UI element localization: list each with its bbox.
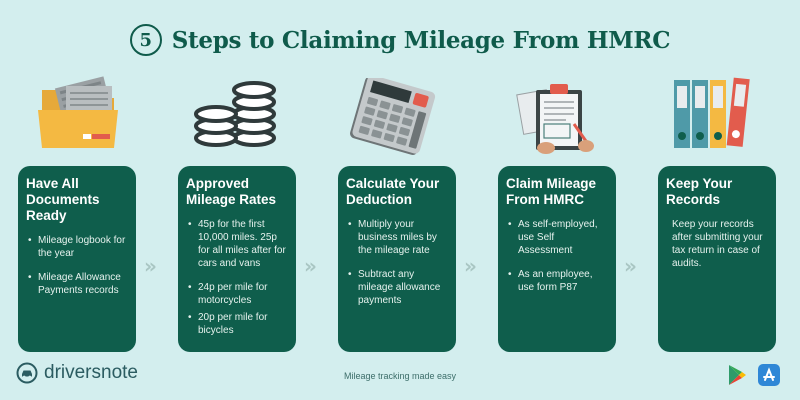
list-item: Mileage Allowance Payments records	[28, 271, 128, 297]
card-bullets: 45p for the first 10,000 miles. 25p for …	[186, 218, 288, 337]
list-item: As self-employed, use Self Assessment	[508, 218, 608, 257]
step-count-badge: 5	[129, 24, 162, 56]
list-item: 20p per mile for bicycles	[188, 311, 288, 337]
chevron-right-icon: »	[464, 254, 477, 278]
card-heading: Have All Documents Ready	[26, 176, 100, 223]
card-bullets: Multiply your business miles by the mile…	[346, 218, 448, 307]
step-card-deduction: Calculate Your Deduction Multiply your b…	[338, 166, 456, 352]
step-card-claim: Claim Mileage From HMRC As self-employed…	[498, 166, 616, 352]
chevron-right-icon: »	[624, 254, 637, 278]
title-bar: 5 Steps to Claiming Mileage From HMRC	[0, 20, 800, 60]
card-heading: Keep Your Records	[666, 176, 733, 207]
app-store-icon[interactable]	[758, 364, 780, 386]
list-item: 45p for the first 10,000 miles. 25p for …	[188, 218, 288, 270]
page-title: Steps to Claiming Mileage From HMRC	[171, 26, 671, 54]
list-item: As an employee, use form P87	[508, 268, 608, 294]
calculator-icon	[350, 78, 436, 155]
clipboard-icon	[516, 84, 594, 154]
card-text: Keep your records after submitting your …	[672, 219, 763, 269]
list-item: 24p per mile for motorcycles	[188, 281, 288, 307]
chevron-right-icon: »	[144, 254, 157, 278]
car-logo-icon	[16, 362, 38, 384]
brand-name: driversnote	[44, 362, 138, 383]
google-play-icon[interactable]	[727, 364, 747, 386]
card-heading: Claim Mileage From HMRC	[506, 176, 597, 207]
list-item: Mileage logbook for the year	[28, 234, 128, 260]
card-bullets: As self-employed, use Self Assessment As…	[506, 218, 608, 294]
list-item: Multiply your business miles by the mile…	[348, 218, 448, 257]
chevron-right-icon: »	[304, 254, 317, 278]
card-heading: Calculate Your Deduction	[346, 176, 440, 207]
card-heading: Approved Mileage Rates	[186, 176, 277, 207]
step-card-rates: Approved Mileage Rates 45p for the first…	[178, 166, 296, 352]
folder-icon	[38, 76, 118, 148]
card-bullets: Mileage logbook for the year Mileage All…	[26, 234, 128, 297]
tagline: Mileage tracking made easy	[343, 371, 457, 381]
brand-logo[interactable]: driversnote	[16, 362, 138, 384]
step-card-documents: Have All Documents Ready Mileage logbook…	[18, 166, 136, 352]
list-item: Subtract any mileage allowance payments	[348, 268, 448, 307]
step-card-records: Keep Your Records Keep your records afte…	[658, 166, 776, 352]
coins-icon	[194, 81, 276, 147]
binders-icon	[674, 77, 750, 148]
